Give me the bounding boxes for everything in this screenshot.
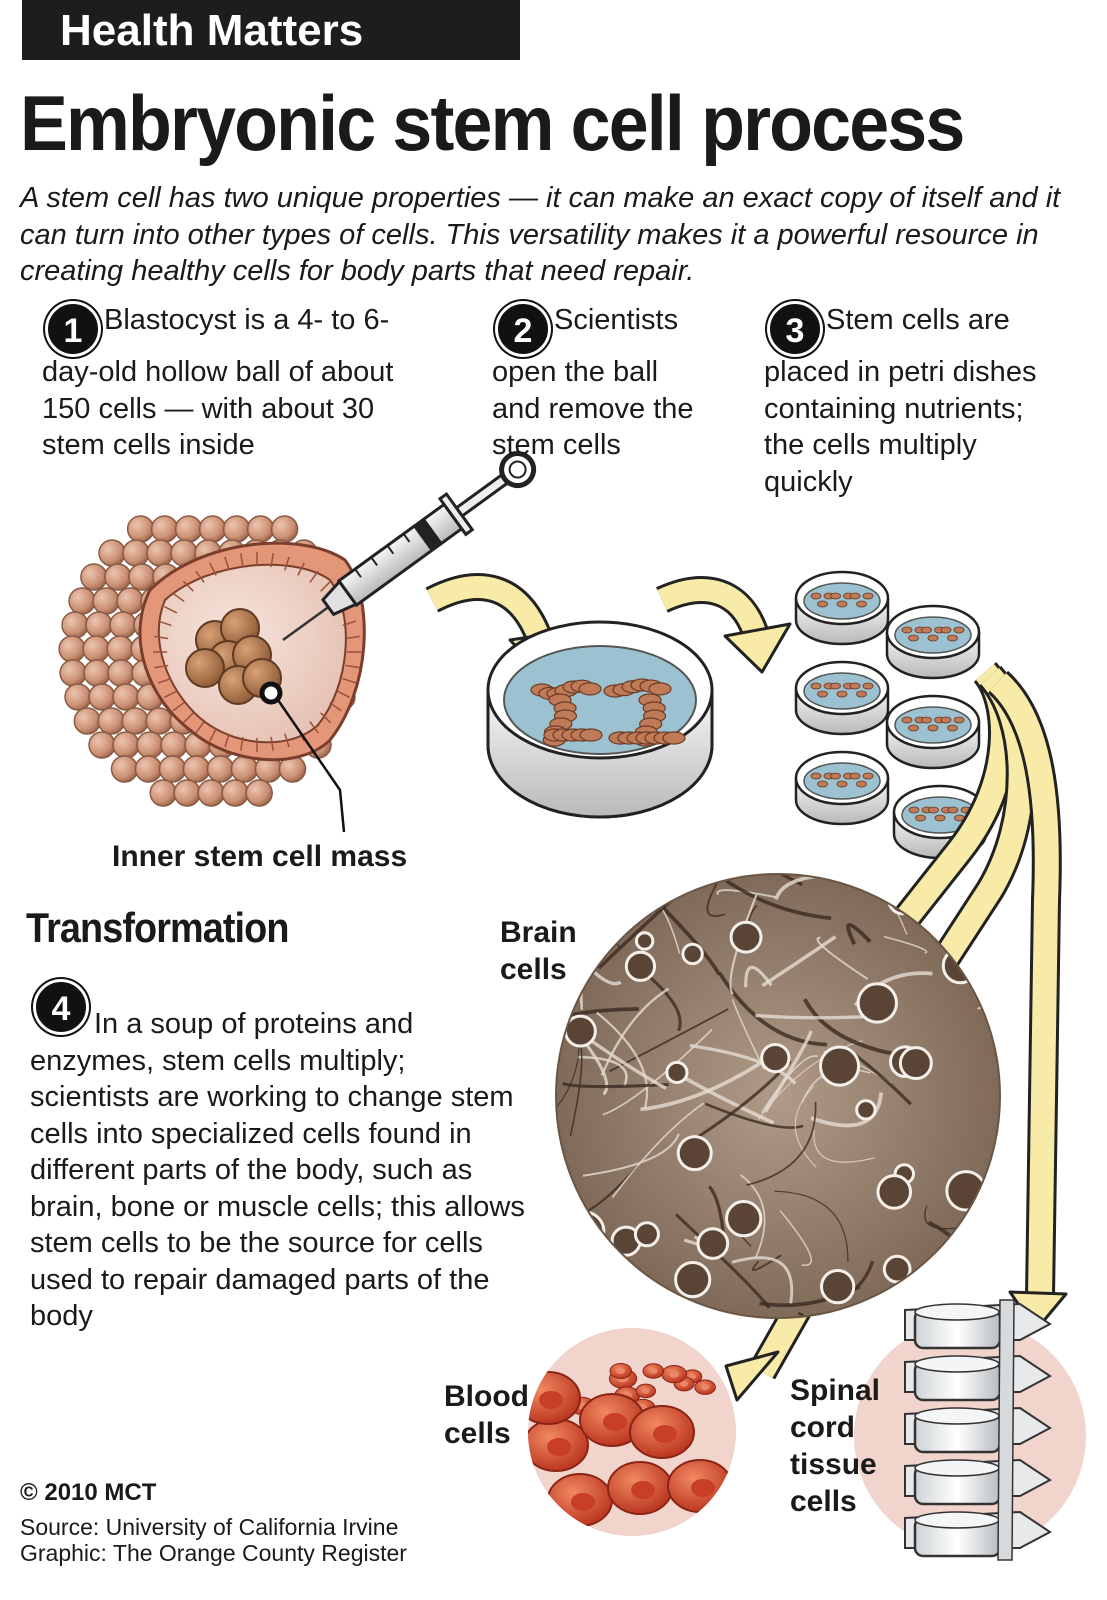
- intro-paragraph: A stem cell has two unique properties — …: [20, 182, 1061, 287]
- page-title: Embryonic stem cell process: [20, 79, 965, 167]
- blood-cells-label: Blood cells: [444, 1380, 529, 1450]
- petri-dish-stack-illustration: [794, 570, 988, 860]
- step-3-text: Stem cells are placed in petri dishes co…: [764, 304, 1037, 498]
- step-1-number-badge: 1: [48, 304, 98, 354]
- arrow-to-spine-icon: [987, 670, 1068, 1332]
- step-4: 4 In a soup of proteins and enzymes, ste…: [30, 980, 530, 1335]
- graphic-credit: Graphic: The Orange County Register: [20, 1540, 407, 1566]
- spinal-cells-label: Spinal cord tissue cells: [790, 1374, 881, 1518]
- step-1-text: Blastocyst is a 4- to 6-day-old hollow b…: [42, 304, 394, 461]
- step-2-text: Scientists open the ball and remove the …: [492, 304, 694, 461]
- syringe-icon: [282, 451, 537, 642]
- petri-dish-illustration: [486, 620, 714, 819]
- blastocyst-illustration: [58, 515, 366, 807]
- inner-mass-pointer: [259, 681, 346, 833]
- source-credit: Source: University of California Irvine: [20, 1514, 399, 1540]
- inner-mass-label: Inner stem cell mass: [112, 840, 408, 873]
- step-2-number-badge: 2: [498, 304, 548, 354]
- step-4-text: In a soup of proteins and enzymes, stem …: [30, 1008, 525, 1332]
- section-kicker: Health Matters: [22, 0, 520, 60]
- step-4-number-badge: 4: [36, 982, 86, 1032]
- brain-cells-label: Brain cells: [500, 916, 577, 986]
- step-3-number-badge: 3: [770, 304, 820, 354]
- footer: © 2010 MCT Source: University of Califor…: [20, 1479, 407, 1567]
- copyright: © 2010 MCT: [20, 1479, 157, 1506]
- spinal-cord-illustration: [854, 1299, 1086, 1561]
- arrow-to-dishes-icon: [656, 576, 792, 674]
- blood-cells-illustration: [528, 1328, 736, 1536]
- transformation-heading: Transformation: [26, 904, 289, 951]
